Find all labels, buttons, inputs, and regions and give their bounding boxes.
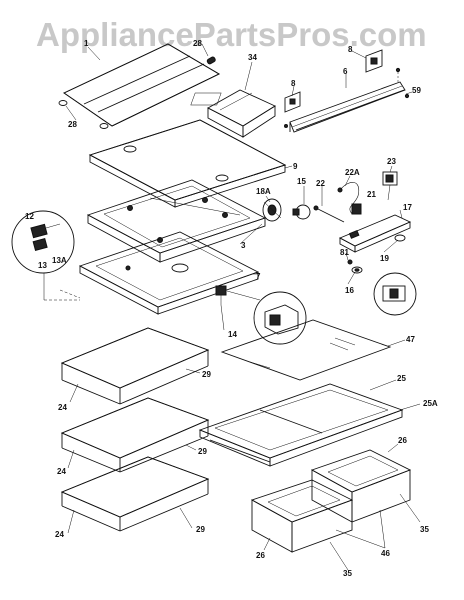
callout-29: 29	[202, 370, 211, 379]
callout-6: 6	[343, 67, 348, 76]
callout-24: 24	[57, 467, 66, 476]
crisper-cover-25	[198, 383, 404, 467]
callout-26: 26	[256, 551, 265, 560]
shelf-frame-3	[86, 179, 267, 263]
callout-14: 14	[228, 330, 237, 339]
wire-shelf-29-lower	[60, 456, 210, 532]
callout-24: 24	[58, 403, 67, 412]
callout-13: 13	[38, 261, 47, 270]
callout-8: 8	[291, 79, 296, 88]
callout-59: 59	[412, 86, 421, 95]
wire-shelf-top	[63, 43, 220, 127]
shelf-frame-7	[59, 231, 260, 315]
callout-22a: 22A	[345, 168, 360, 177]
callout-34: 34	[248, 53, 257, 62]
callout-35: 35	[420, 525, 429, 534]
callout-12: 12	[25, 212, 34, 221]
callout-15: 15	[297, 177, 306, 186]
inset-detail-switch	[373, 272, 417, 316]
damper-control-14	[215, 285, 227, 305]
callout-labels: 1 28 28 34 8 8 6 59 9 18A 15 22A 23 22 2…	[25, 39, 438, 578]
callout-26: 26	[398, 436, 407, 445]
callout-18a: 18A	[256, 187, 271, 196]
callout-23: 23	[387, 157, 396, 166]
callout-81: 81	[340, 248, 349, 257]
callout-16: 16	[345, 286, 354, 295]
rod-22	[313, 205, 345, 223]
callout-17: 17	[403, 203, 412, 212]
shelf-bracket-8-right	[365, 49, 383, 73]
control-rail-6	[284, 67, 410, 133]
knob-81-16	[347, 259, 363, 274]
shelf-bracket-8-top	[284, 91, 301, 113]
glass-shelf-47	[220, 319, 392, 381]
callout-25: 25	[397, 374, 406, 383]
callout-19: 19	[380, 254, 389, 263]
crisper-cover-frame-9	[88, 119, 287, 208]
callout-7: 7	[256, 272, 261, 281]
inset-detail-damper	[226, 290, 307, 345]
callout-13a: 13A	[52, 256, 67, 265]
callout-47: 47	[406, 335, 415, 344]
wire-shelf-29-upper	[60, 327, 210, 405]
callout-29: 29	[196, 525, 205, 534]
light-socket-18a	[262, 198, 282, 222]
inset-detail-hinge	[11, 210, 80, 301]
switch-21	[351, 203, 362, 215]
callout-25a: 25A	[423, 399, 438, 408]
deli-drawer-tray	[190, 89, 276, 138]
crisper-drawer-right	[310, 449, 412, 523]
thermostat-23	[382, 171, 398, 201]
knob-19	[394, 234, 406, 242]
callout-1: 1	[84, 39, 89, 48]
callout-46: 46	[381, 549, 390, 558]
callout-22: 22	[316, 179, 325, 188]
callout-28: 28	[193, 39, 202, 48]
callout-21: 21	[367, 190, 376, 199]
crisper-drawer-left	[250, 479, 354, 553]
callout-35: 35	[343, 569, 352, 578]
callout-28: 28	[68, 120, 77, 129]
callout-8: 8	[348, 45, 353, 54]
callout-29: 29	[198, 447, 207, 456]
leader-lines	[65, 43, 421, 571]
light-bulb-15	[292, 204, 311, 220]
callout-9: 9	[293, 162, 298, 171]
control-housing-17	[338, 214, 412, 253]
callout-24: 24	[55, 530, 64, 539]
callout-3: 3	[241, 241, 246, 250]
shelf-support-clip	[58, 56, 216, 129]
watermark-text: AppliancePartsPros.com	[36, 16, 427, 53]
wire-shelf-29-middle	[60, 397, 210, 473]
